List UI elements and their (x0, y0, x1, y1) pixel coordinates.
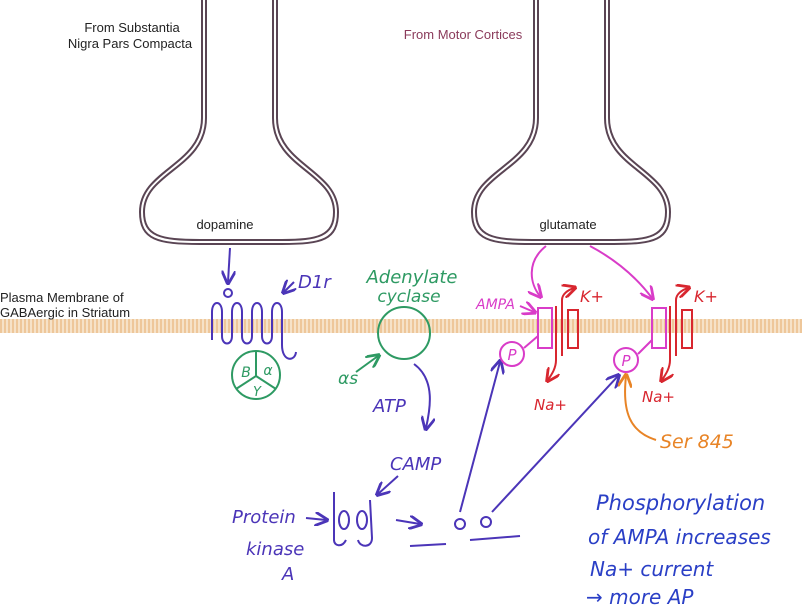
dopamine-label: dopamine (196, 217, 253, 232)
pka-pointer-arrow (305, 518, 326, 520)
adenylate-cyclase-label-line2: cyclase (377, 287, 440, 307)
phosphate-left (499, 341, 525, 367)
ampa-receptor-right (651, 288, 693, 380)
atp-to-camp-arrow (413, 363, 430, 428)
ampa-label: AMPA (475, 297, 515, 313)
d1r-pointer-arrow (284, 282, 294, 292)
note-line4: → more AP (586, 585, 694, 609)
camp-to-pka-arrow (378, 475, 399, 494)
na-label-right: Na+ (642, 388, 675, 406)
g-gamma-label: Y (253, 385, 262, 400)
note-line1: Phosphorylation (596, 491, 765, 515)
source-right-label: From Motor Cortices (404, 27, 523, 42)
source-left-line2: Nigra Pars Compacta (68, 36, 193, 51)
pka-catalytic-subunits (409, 516, 521, 547)
alpha-s-label: αs (338, 369, 358, 389)
ampa-receptor-left (537, 288, 579, 380)
g-protein (231, 350, 281, 400)
phosphate-right-link (637, 339, 653, 355)
phosphate-left-label: P (507, 346, 517, 364)
phosphate-right (613, 347, 639, 373)
source-left-line1: From Substantia (84, 20, 180, 35)
atp-label: ATP (372, 396, 406, 417)
ser845-label: Ser 845 (660, 431, 734, 453)
pka-to-ampa-left-arrow (459, 362, 500, 513)
plasma-membrane (0, 319, 802, 333)
k-label-left: K+ (580, 287, 604, 306)
pka-label-line2: kinase (246, 539, 304, 560)
camp-label: CAMP (390, 454, 441, 475)
g-beta-label: B (241, 365, 251, 381)
presynaptic-terminal-left (138, 0, 340, 245)
pka-label-line1: Protein (232, 507, 296, 528)
pka-holoenzyme (333, 492, 374, 547)
note-line2: of AMPA increases (588, 525, 771, 549)
dopamine-arrow (228, 247, 230, 282)
membrane-label-line1: Plasma Membrane of (0, 290, 124, 305)
d1-receptor (211, 288, 297, 360)
glutamate-label: glutamate (539, 217, 596, 232)
ser845-arrow (625, 376, 657, 441)
alpha-s-arrow (355, 356, 378, 373)
pka-release-arrow (395, 520, 420, 524)
glutamate-arrow-right (589, 245, 652, 298)
na-label-left: Na+ (534, 396, 567, 414)
ampa-pointer-arrow (519, 306, 534, 312)
adenylate-cyclase-label-line1: Adenylate (365, 267, 457, 288)
membrane-label-line2: GABAergic in Striatum (0, 305, 130, 320)
d1r-label: D1r (298, 272, 332, 293)
glutamate-arrow-left (532, 245, 547, 296)
k-label-right: K+ (694, 287, 718, 306)
adenylate-cyclase (377, 306, 431, 360)
phosphate-left-link (523, 335, 539, 349)
g-alpha-label: α (263, 363, 273, 379)
pka-to-ampa-right-arrow (491, 376, 618, 513)
note-line3: Na+ current (590, 557, 714, 581)
phosphate-right-label: P (621, 352, 631, 370)
presynaptic-terminal-right (470, 0, 672, 245)
pka-label-line3: A (281, 564, 294, 585)
